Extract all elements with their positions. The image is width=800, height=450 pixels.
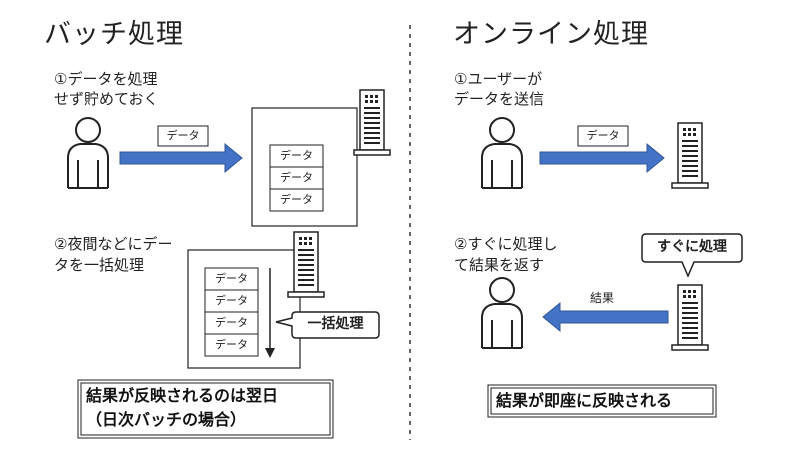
online-result-box-inner bbox=[490, 387, 714, 415]
online-immediate-callout-bubble bbox=[641, 233, 743, 278]
batch-result-line1: 結果が反映されるのは翌日 bbox=[86, 386, 279, 405]
batch-result-box-outer bbox=[77, 379, 334, 439]
batch-processing-item-label-1: データ bbox=[215, 272, 248, 285]
batch-processing-item-label-2: データ bbox=[215, 294, 248, 307]
batch-bulk-callout: 一括処理 bbox=[307, 316, 364, 332]
batch-server-icon-2 bbox=[287, 231, 325, 298]
online-arrow-label: データ bbox=[586, 129, 620, 142]
batch-title: バッチ処理 bbox=[44, 19, 184, 50]
online-user-icon-2 bbox=[481, 277, 523, 349]
batch-result-line2: （日次バッチの場合） bbox=[86, 410, 247, 429]
online-step2-line1: ②すぐに処理し bbox=[454, 235, 558, 253]
online-server-icon-2 bbox=[671, 284, 709, 351]
batch-step1-line2: せず貯めておく bbox=[54, 90, 159, 108]
batch-stored-item-label-2: データ bbox=[280, 171, 313, 184]
batch-server-icon-1 bbox=[353, 89, 391, 156]
online-result-box-outer bbox=[487, 384, 717, 418]
batch-stored-item-label-1: データ bbox=[280, 149, 313, 162]
online-step1-line2: データを送信 bbox=[454, 90, 545, 108]
online-step2-line2: て結果を返す bbox=[454, 256, 545, 274]
batch-step1-line1: ①データを処理 bbox=[54, 70, 158, 88]
online-user-icon-1 bbox=[481, 117, 523, 189]
batch-storage-box bbox=[251, 107, 358, 227]
batch-stored-item-label-3: データ bbox=[280, 193, 313, 206]
online-result: 結果が即座に反映される bbox=[496, 391, 673, 410]
batch-arrow-label: データ bbox=[166, 129, 200, 142]
batch-processing-box bbox=[187, 249, 301, 369]
batch-result-box-inner bbox=[80, 382, 331, 436]
batch-stored-item-3 bbox=[269, 188, 324, 212]
batch-send-arrow bbox=[119, 142, 243, 174]
online-return-label: 結果 bbox=[590, 291, 615, 305]
online-arrow-label-box bbox=[577, 125, 629, 147]
batch-user-icon bbox=[67, 117, 109, 189]
batch-step2-line1: ②夜間などにデー bbox=[54, 235, 173, 253]
batch-arrow-label-box bbox=[157, 125, 209, 147]
online-send-arrow bbox=[539, 142, 665, 174]
batch-step2-line2: タを一括処理 bbox=[54, 256, 145, 274]
batch-processing-item-label-3: データ bbox=[215, 316, 248, 329]
online-immediate-callout: すぐに処理 bbox=[657, 239, 727, 255]
online-title: オンライン処理 bbox=[453, 19, 649, 50]
batch-processing-item-4 bbox=[204, 333, 259, 357]
batch-bulk-callout-bubble bbox=[275, 311, 380, 339]
batch-processing-item-label-4: データ bbox=[215, 338, 248, 351]
online-server-icon-1 bbox=[671, 122, 709, 189]
online-step1-line1: ①ユーザーが bbox=[454, 70, 543, 88]
online-return-arrow bbox=[542, 301, 669, 333]
